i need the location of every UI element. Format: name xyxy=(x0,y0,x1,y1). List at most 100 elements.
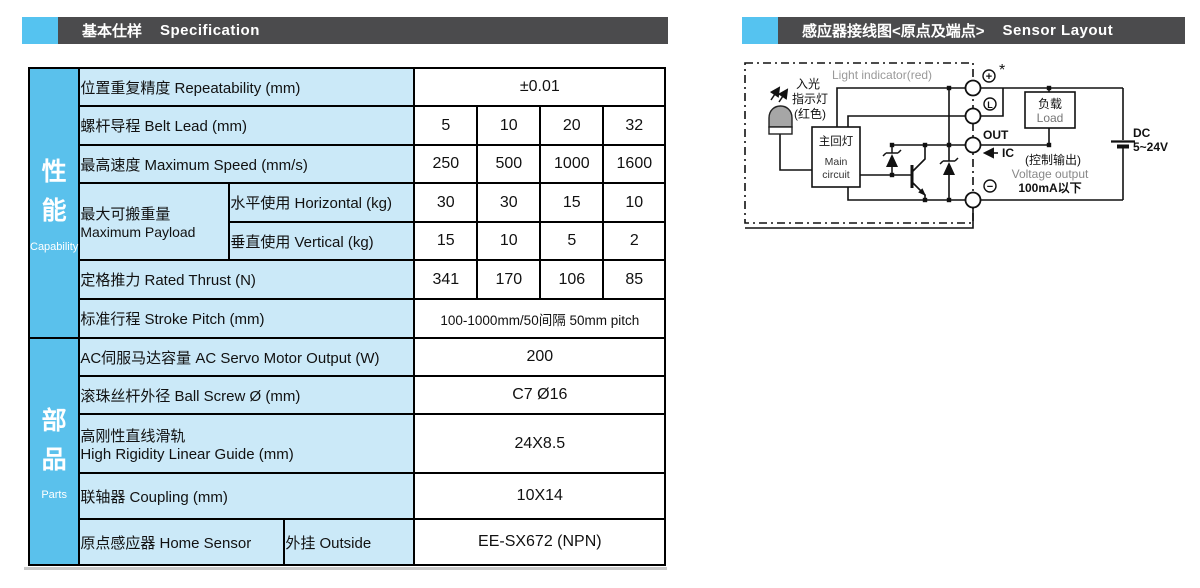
sensor-wiring-diagram: 主回灯 Main circuit + * L − OUT xyxy=(740,55,1200,250)
belt-lead-value: 5 xyxy=(413,105,479,146)
terminal-symbols: + * L − xyxy=(982,62,1005,193)
main-circuit-box xyxy=(811,126,861,188)
l-symbol-circle xyxy=(983,97,997,111)
payload-horizontal-label: 水平使用 Horizontal (kg) xyxy=(228,182,416,223)
minus-symbol: − xyxy=(987,181,993,193)
npn-transistor xyxy=(910,145,926,200)
terminal-out xyxy=(964,136,982,154)
section-parts-label-zh: 部品 xyxy=(41,406,67,474)
emitter-arrowhead xyxy=(918,188,926,196)
home-sensor-label: 原点感应器 Home Sensor xyxy=(78,518,286,566)
sensor-header-title-en: Sensor Layout xyxy=(1002,22,1114,39)
dc-label: DC xyxy=(1133,126,1151,140)
current-limit-label: 100mA以下 xyxy=(1018,181,1081,195)
coupling-label: 联轴器 Coupling (mm) xyxy=(78,472,416,520)
asterisk: * xyxy=(999,62,1005,79)
sensor-header-bar: 感应器接线图<原点及端点> Sensor Layout xyxy=(778,17,1185,44)
minus-wire-inside xyxy=(847,187,973,201)
stroke-pitch-label: 标准行程 Stroke Pitch (mm) xyxy=(78,298,416,339)
linear-guide-value: 24X8.5 xyxy=(413,413,667,474)
payload-vertical-value: 10 xyxy=(476,221,542,261)
section-capability: 性能 Capability xyxy=(27,67,81,339)
transistor-collector xyxy=(911,145,926,173)
row-stroke-pitch: 标准行程 Stroke Pitch (mm) 100-1000mm/50间隔 5… xyxy=(29,298,667,339)
dc-range-label: 5~24V xyxy=(1133,140,1168,154)
spec-header-accent-square xyxy=(22,17,58,44)
motor-output-value: 200 xyxy=(413,337,667,377)
motor-output-label: AC伺服马达容量 AC Servo Motor Output (W) xyxy=(78,337,416,377)
junction-dot xyxy=(889,172,895,178)
linear-guide-label: 高刚性直线滑轨 High Rigidity Linear Guide (mm) xyxy=(78,413,416,474)
payload-vertical-value: 5 xyxy=(539,221,605,261)
zener-diode-left xyxy=(882,145,902,175)
ball-screw-value: C7 Ø16 xyxy=(413,375,667,415)
row-coupling: 联轴器 Coupling (mm) 10X14 xyxy=(29,472,667,520)
payload-label-en: Maximum Payload xyxy=(80,224,196,240)
stroke-pitch-value: 100-1000mm/50间隔 50mm pitch xyxy=(413,298,667,339)
max-speed-value: 1000 xyxy=(539,144,605,184)
row-max-speed: 最高速度 Maximum Speed (mm/s) 250 500 1000 1… xyxy=(29,144,667,184)
home-sensor-value: EE-SX672 (NPN) xyxy=(413,518,667,566)
plus-wire-inside xyxy=(836,87,973,127)
l-symbol: L xyxy=(987,100,993,110)
plus-symbol-circle xyxy=(982,69,996,83)
voltage-output-label: Voltage output xyxy=(1012,167,1089,181)
control-output-label-zh: (控制输出) xyxy=(1025,152,1081,167)
section-parts: 部品 Parts xyxy=(27,337,81,566)
main-circuit-block: 主回灯 Main circuit xyxy=(811,126,861,188)
payload-vertical-value: 15 xyxy=(413,221,479,261)
row-repeatability: 性能 Capability 位置重复精度 Repeatability (mm) … xyxy=(27,67,667,339)
row-ball-screw: 滚珠丝杆外径 Ball Screw Ø (mm) C7 Ø16 xyxy=(29,375,667,415)
belt-lead-value: 20 xyxy=(539,105,605,146)
belt-lead-label: 螺杆导程 Belt Lead (mm) xyxy=(78,105,416,146)
linear-guide-label-zh: 高刚性直线滑轨 xyxy=(80,427,186,445)
row-rated-thrust: 定格推力 Rated Thrust (N) 341 170 106 85 xyxy=(29,259,667,300)
junction-dot xyxy=(1046,85,1052,91)
load-label-en: Load xyxy=(1037,111,1064,125)
ic-label: IC xyxy=(1002,146,1014,160)
payload-label: 最大可搬重量 Maximum Payload xyxy=(78,182,231,261)
out-label: OUT xyxy=(983,128,1009,142)
junction-dot xyxy=(1046,142,1052,148)
light-indicator-label-en: Light indicator(red) xyxy=(832,68,932,82)
load-block: 负载 Load xyxy=(1024,91,1076,129)
rated-thrust-label: 定格推力 Rated Thrust (N) xyxy=(78,259,416,300)
main-circuit-label-zh: 主回灯 xyxy=(819,135,854,148)
light-ray-arrow xyxy=(777,88,789,103)
payload-vertical-value: 2 xyxy=(602,221,667,261)
repeatability-label: 位置重复精度 Repeatability (mm) xyxy=(78,67,416,107)
section-capability-label-zh: 性能 xyxy=(41,158,67,225)
sensor-header-accent-square xyxy=(742,17,778,44)
terminal-minus xyxy=(964,191,982,209)
minus-symbol-circle xyxy=(983,179,997,193)
payload-label-zh: 最大可搬重量 xyxy=(80,206,171,223)
light-indicator-label-zh3: (红色) xyxy=(794,106,826,121)
led-dome xyxy=(768,105,793,128)
terminal-l xyxy=(964,107,982,125)
payload-horizontal-value: 30 xyxy=(476,182,542,223)
row-linear-guide: 高刚性直线滑轨 High Rigidity Linear Guide (mm) … xyxy=(29,413,667,474)
repeatability-value: ±0.01 xyxy=(413,67,667,107)
main-circuit-label-en1: Main xyxy=(825,156,848,168)
light-indicator-label-zh2: 指示灯 xyxy=(792,91,828,106)
row-belt-lead: 螺杆导程 Belt Lead (mm) 5 10 20 32 xyxy=(29,105,667,146)
row-payload-vertical: 垂直使用 Vertical (kg) 15 10 5 2 xyxy=(29,221,667,261)
section-capability-label-en: Capability xyxy=(30,240,79,253)
load-label-zh: 负载 xyxy=(1038,97,1062,111)
junction-dot xyxy=(946,197,952,203)
load-box xyxy=(1024,91,1076,129)
linear-guide-label-en: High Rigidity Linear Guide (mm) xyxy=(80,445,294,463)
rated-thrust-value: 170 xyxy=(476,259,542,300)
l-wire-inside xyxy=(847,115,973,127)
led-wire xyxy=(779,134,812,171)
payload-horizontal-value: 10 xyxy=(602,182,667,223)
dc-supply: DC 5~24V xyxy=(1111,126,1168,154)
rated-thrust-value: 85 xyxy=(602,259,667,300)
ball-screw-label: 滚珠丝杆外径 Ball Screw Ø (mm) xyxy=(78,375,416,415)
belt-lead-value: 10 xyxy=(476,105,542,146)
belt-lead-value: 32 xyxy=(602,105,667,146)
row-home-sensor: 原点感应器 Home Sensor 外挂 Outside EE-SX672 (N… xyxy=(29,518,667,566)
junction-dot xyxy=(946,85,952,91)
spec-header-bar: 基本仕样 Specification xyxy=(58,17,668,44)
